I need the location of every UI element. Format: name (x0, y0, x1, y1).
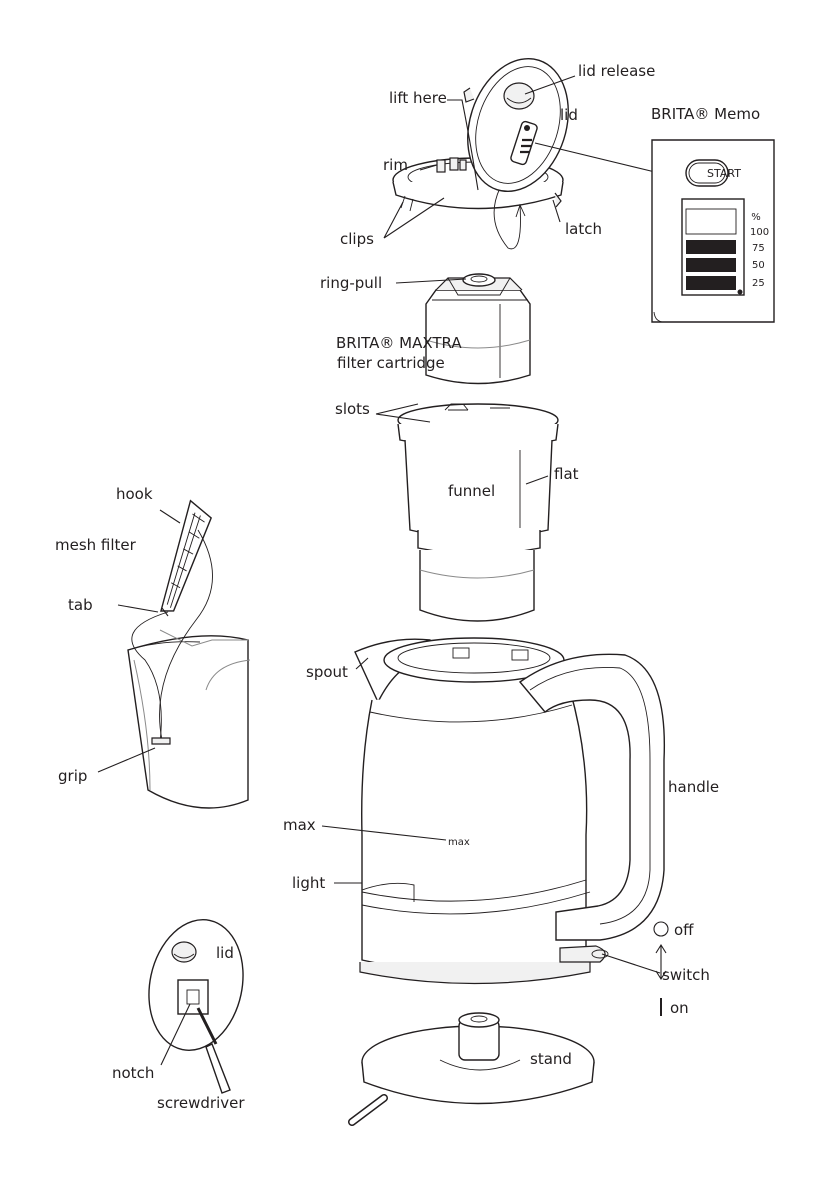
label-switch: switch (662, 966, 710, 984)
label-hook: hook (116, 485, 153, 503)
label-funnel: funnel (448, 482, 495, 500)
label-rim: rim (383, 156, 408, 174)
label-lift-here: lift here (389, 89, 447, 107)
label-latch: latch (565, 220, 602, 238)
lid-screwdriver-detail (137, 911, 254, 1093)
memo-bar-75 (686, 240, 736, 254)
kettle-body (355, 638, 664, 984)
max-marking-text: max (448, 837, 470, 848)
off-circle-icon (654, 922, 668, 936)
memo-bar-25 (686, 276, 736, 290)
label-mesh-filter: mesh filter (55, 536, 137, 554)
label-stand: stand (530, 1050, 572, 1068)
label-grip: grip (58, 767, 87, 785)
memo-level-50: 50 (752, 260, 765, 271)
label-lid: lid (560, 106, 578, 124)
label-tab: tab (68, 596, 93, 614)
label-cartridge-line1: BRITA® MAXTRA (336, 334, 462, 352)
memo-level-75: 75 (752, 243, 765, 254)
label-flat: flat (554, 465, 579, 483)
label-lid-small: lid (216, 944, 234, 962)
memo-start-button: START (707, 167, 741, 180)
label-lid-release: lid release (578, 62, 655, 80)
label-cartridge-line2: filter cartridge (337, 354, 445, 372)
mesh-filter-detail (128, 501, 250, 808)
lid-release-button (504, 83, 534, 109)
label-off: off (674, 921, 694, 939)
label-ring-pull: ring-pull (320, 274, 382, 292)
memo-level-100: 100 (750, 227, 769, 238)
memo-bar-50 (686, 258, 736, 272)
label-handle: handle (668, 778, 719, 796)
label-max: max (283, 816, 316, 834)
memo-percent: % (751, 212, 761, 223)
label-on: on (670, 999, 689, 1017)
funnel-part (398, 404, 558, 621)
memo-level-25: 25 (752, 278, 765, 289)
label-screwdriver: screwdriver (157, 1094, 245, 1112)
label-spout: spout (306, 663, 348, 681)
memo-title: BRITA® Memo (651, 105, 760, 123)
label-light: light (292, 874, 325, 892)
label-slots: slots (335, 400, 370, 418)
label-notch: notch (112, 1064, 154, 1082)
brita-memo-panel: START % 100 75 50 25 BRITA® Memo (535, 105, 774, 322)
label-clips: clips (340, 230, 374, 248)
